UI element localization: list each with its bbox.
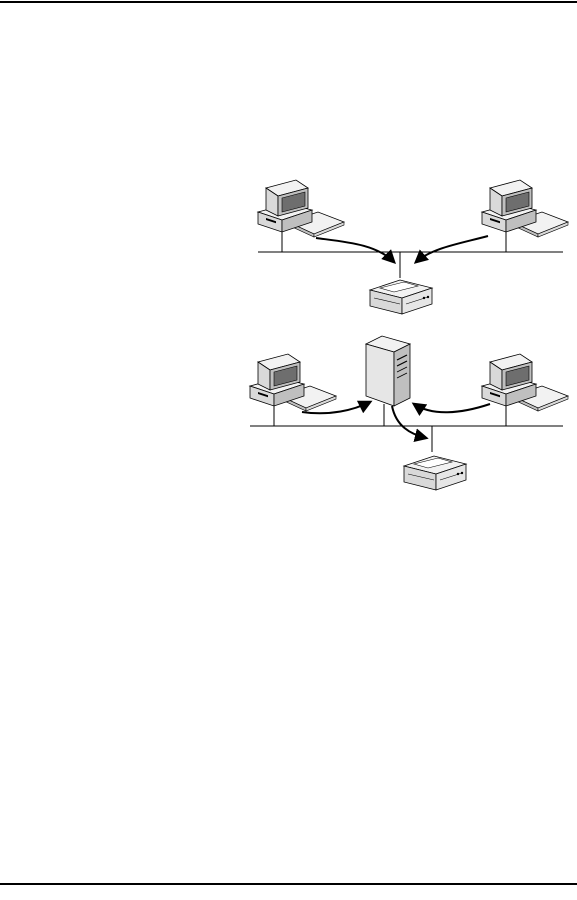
printer-icon: [370, 280, 432, 314]
diagram-server-printing: [250, 336, 568, 490]
printer-icon: [404, 456, 466, 490]
server-icon: [366, 336, 410, 406]
workstation-icon: [250, 354, 336, 426]
arrow-icon: [416, 236, 488, 262]
diagram-direct-printing: [258, 180, 568, 314]
arrow-icon: [414, 404, 490, 412]
workstation-icon: [482, 354, 568, 426]
workstation-icon: [258, 180, 344, 252]
arrow-icon: [316, 238, 394, 262]
workstation-icon: [482, 180, 568, 252]
arrow-icon: [392, 406, 426, 438]
